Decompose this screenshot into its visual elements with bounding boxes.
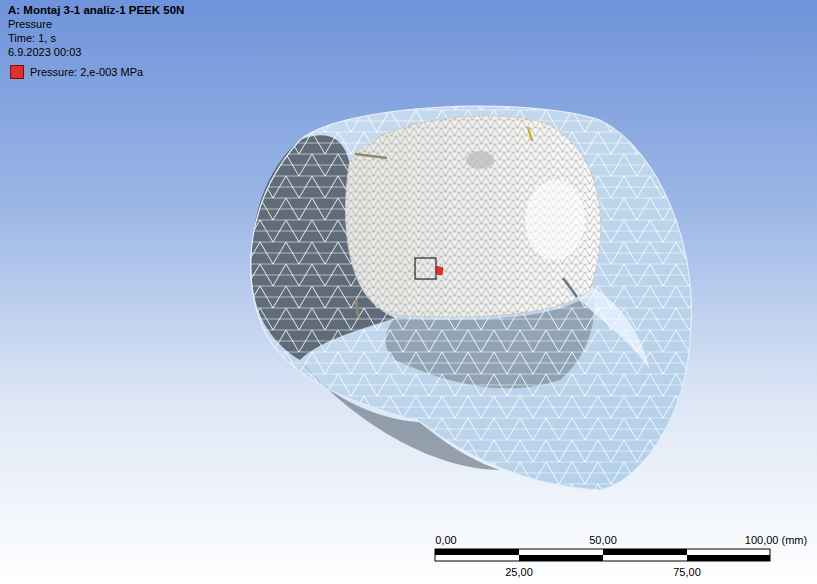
scale-bar-segment [603,549,687,555]
implant-spot [466,151,494,169]
scale-bar-segment [687,555,770,561]
scale-label: 0,00 [435,533,456,547]
scale-label: 50,00 [589,533,617,547]
date-stamp: 6.9.2023 00:03 [8,45,81,59]
peek-implant [346,116,601,317]
pressure-marker [436,266,443,275]
skull-shell [251,106,692,490]
result-type: Pressure [8,17,52,31]
scale-label: 25,00 [505,565,533,579]
scale-bar-segment [519,555,603,561]
scale-label: 100,00 (mm) [745,533,807,547]
screw [356,300,358,317]
skull-mesh [251,106,692,490]
implant-highlight [525,180,585,260]
scale-label: 75,00 [673,565,701,579]
scale-bar-segment [435,549,519,555]
screw [528,127,532,141]
view-title: A: Montaj 3-1 analiz-1 PEEK 50N [8,3,184,17]
time-info: Time: 1, s [8,31,56,45]
legend-swatch [10,65,24,79]
selection-box [415,258,436,279]
screw [355,154,387,158]
screw [563,278,577,297]
legend-text: Pressure: 2,e-003 MPa [30,65,143,79]
scale-bar [435,549,770,561]
implant-mesh [346,116,601,317]
